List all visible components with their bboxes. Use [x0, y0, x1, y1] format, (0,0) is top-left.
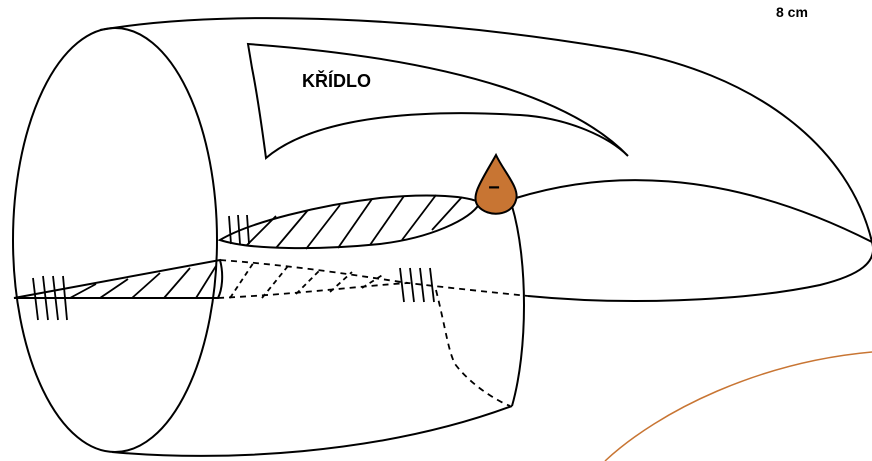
hidden-edge-upper [219, 259, 409, 284]
airfoil-profile [515, 179, 872, 243]
outer-shell-nose [527, 242, 872, 302]
scale-label: 8 cm [776, 4, 808, 20]
lower-section-hatching [69, 265, 217, 299]
marker-sign: − [488, 177, 500, 199]
marker-drop [474, 152, 518, 215]
outer-shell-top [99, 17, 872, 243]
upper-section-hatching [245, 194, 463, 250]
hidden-edge-lower [217, 282, 529, 299]
cylinder-bottom [111, 405, 513, 457]
orange-arc [604, 351, 872, 461]
upper-section-outline [217, 194, 482, 250]
tick-marks-right [399, 267, 435, 303]
wing-label: KŘÍDLO [302, 70, 371, 91]
cylinder-rear-edge [511, 205, 525, 407]
tick-marks-top [228, 214, 250, 245]
hidden-edge-rear [435, 289, 511, 407]
tick-marks-left [32, 275, 68, 321]
wing-outline [246, 42, 629, 160]
intake-ellipse [12, 27, 218, 453]
